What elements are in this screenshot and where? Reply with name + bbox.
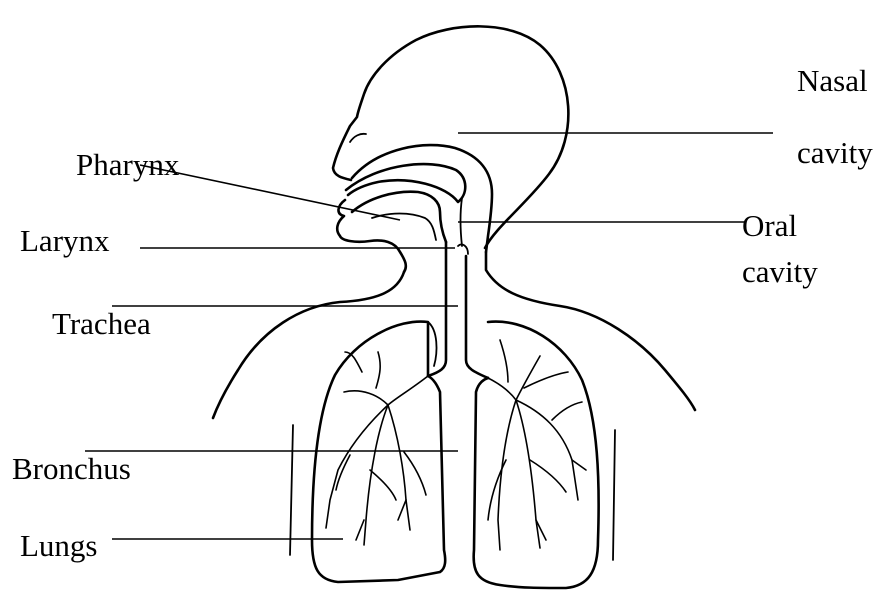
right-neck-shoulder [486, 252, 695, 410]
epiglottis [458, 244, 468, 254]
label-bronchus: Bronchus [12, 451, 131, 486]
left-arm-line [290, 425, 293, 555]
head-outline [333, 26, 568, 248]
chin-jaw-outline [337, 200, 406, 272]
right-bronchial-tree [488, 340, 586, 550]
tongue-outline [352, 192, 446, 242]
label-trachea: Trachea [52, 306, 151, 341]
label-oral-line1: Oral [742, 208, 797, 243]
nasal-cavity-inner [346, 164, 465, 202]
label-lungs: Lungs [20, 528, 98, 563]
label-nasal-line1: Nasal [797, 63, 868, 98]
trachea-right-wall [466, 256, 488, 378]
right-arm-line [613, 430, 615, 560]
trachea-left-wall [428, 242, 446, 376]
label-larynx: Larynx [20, 223, 110, 258]
label-nasal-line2: cavity [797, 135, 873, 170]
label-oral-line2: cavity [742, 254, 818, 289]
nose-eye [350, 134, 366, 142]
left-bronchial-tree [326, 352, 428, 545]
label-pharynx: Pharynx [76, 147, 180, 182]
oral-cavity-inner [372, 214, 436, 241]
